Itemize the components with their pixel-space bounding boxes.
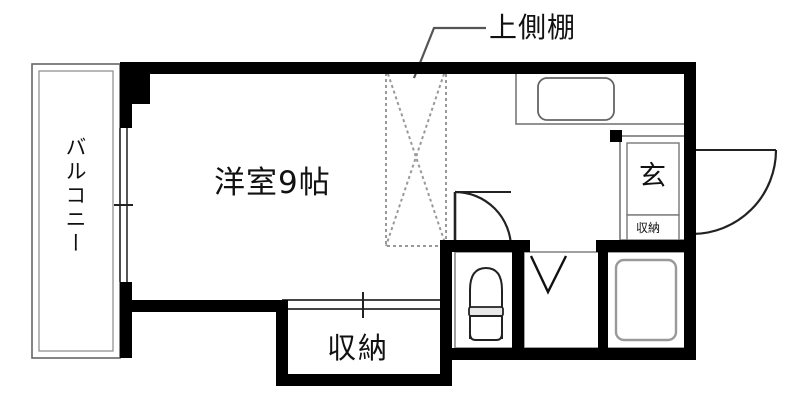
entrance-swing-door <box>688 149 778 236</box>
toilet-icon <box>468 266 504 341</box>
room-swing-door <box>453 190 513 249</box>
genkan-label: 玄 <box>639 161 666 192</box>
sliding-window-balcony <box>114 128 133 282</box>
bathtub-icon <box>614 258 678 342</box>
closet-label: 収納 <box>327 331 390 365</box>
folding-door-icon <box>529 255 568 295</box>
sink-basin-icon <box>537 77 615 121</box>
balcony-label: バルコニー <box>63 136 87 256</box>
overhead-shelf-leader-line <box>412 26 486 79</box>
sliding-door-closet <box>282 292 447 318</box>
genkan-closet-label: 収納 <box>636 221 661 235</box>
room-label: 洋室9帖 <box>214 165 331 201</box>
overhead-shelf-label: 上側棚 <box>489 11 577 44</box>
balcony-area <box>31 63 121 359</box>
room-floor <box>127 70 447 300</box>
structural-walls <box>120 62 696 386</box>
